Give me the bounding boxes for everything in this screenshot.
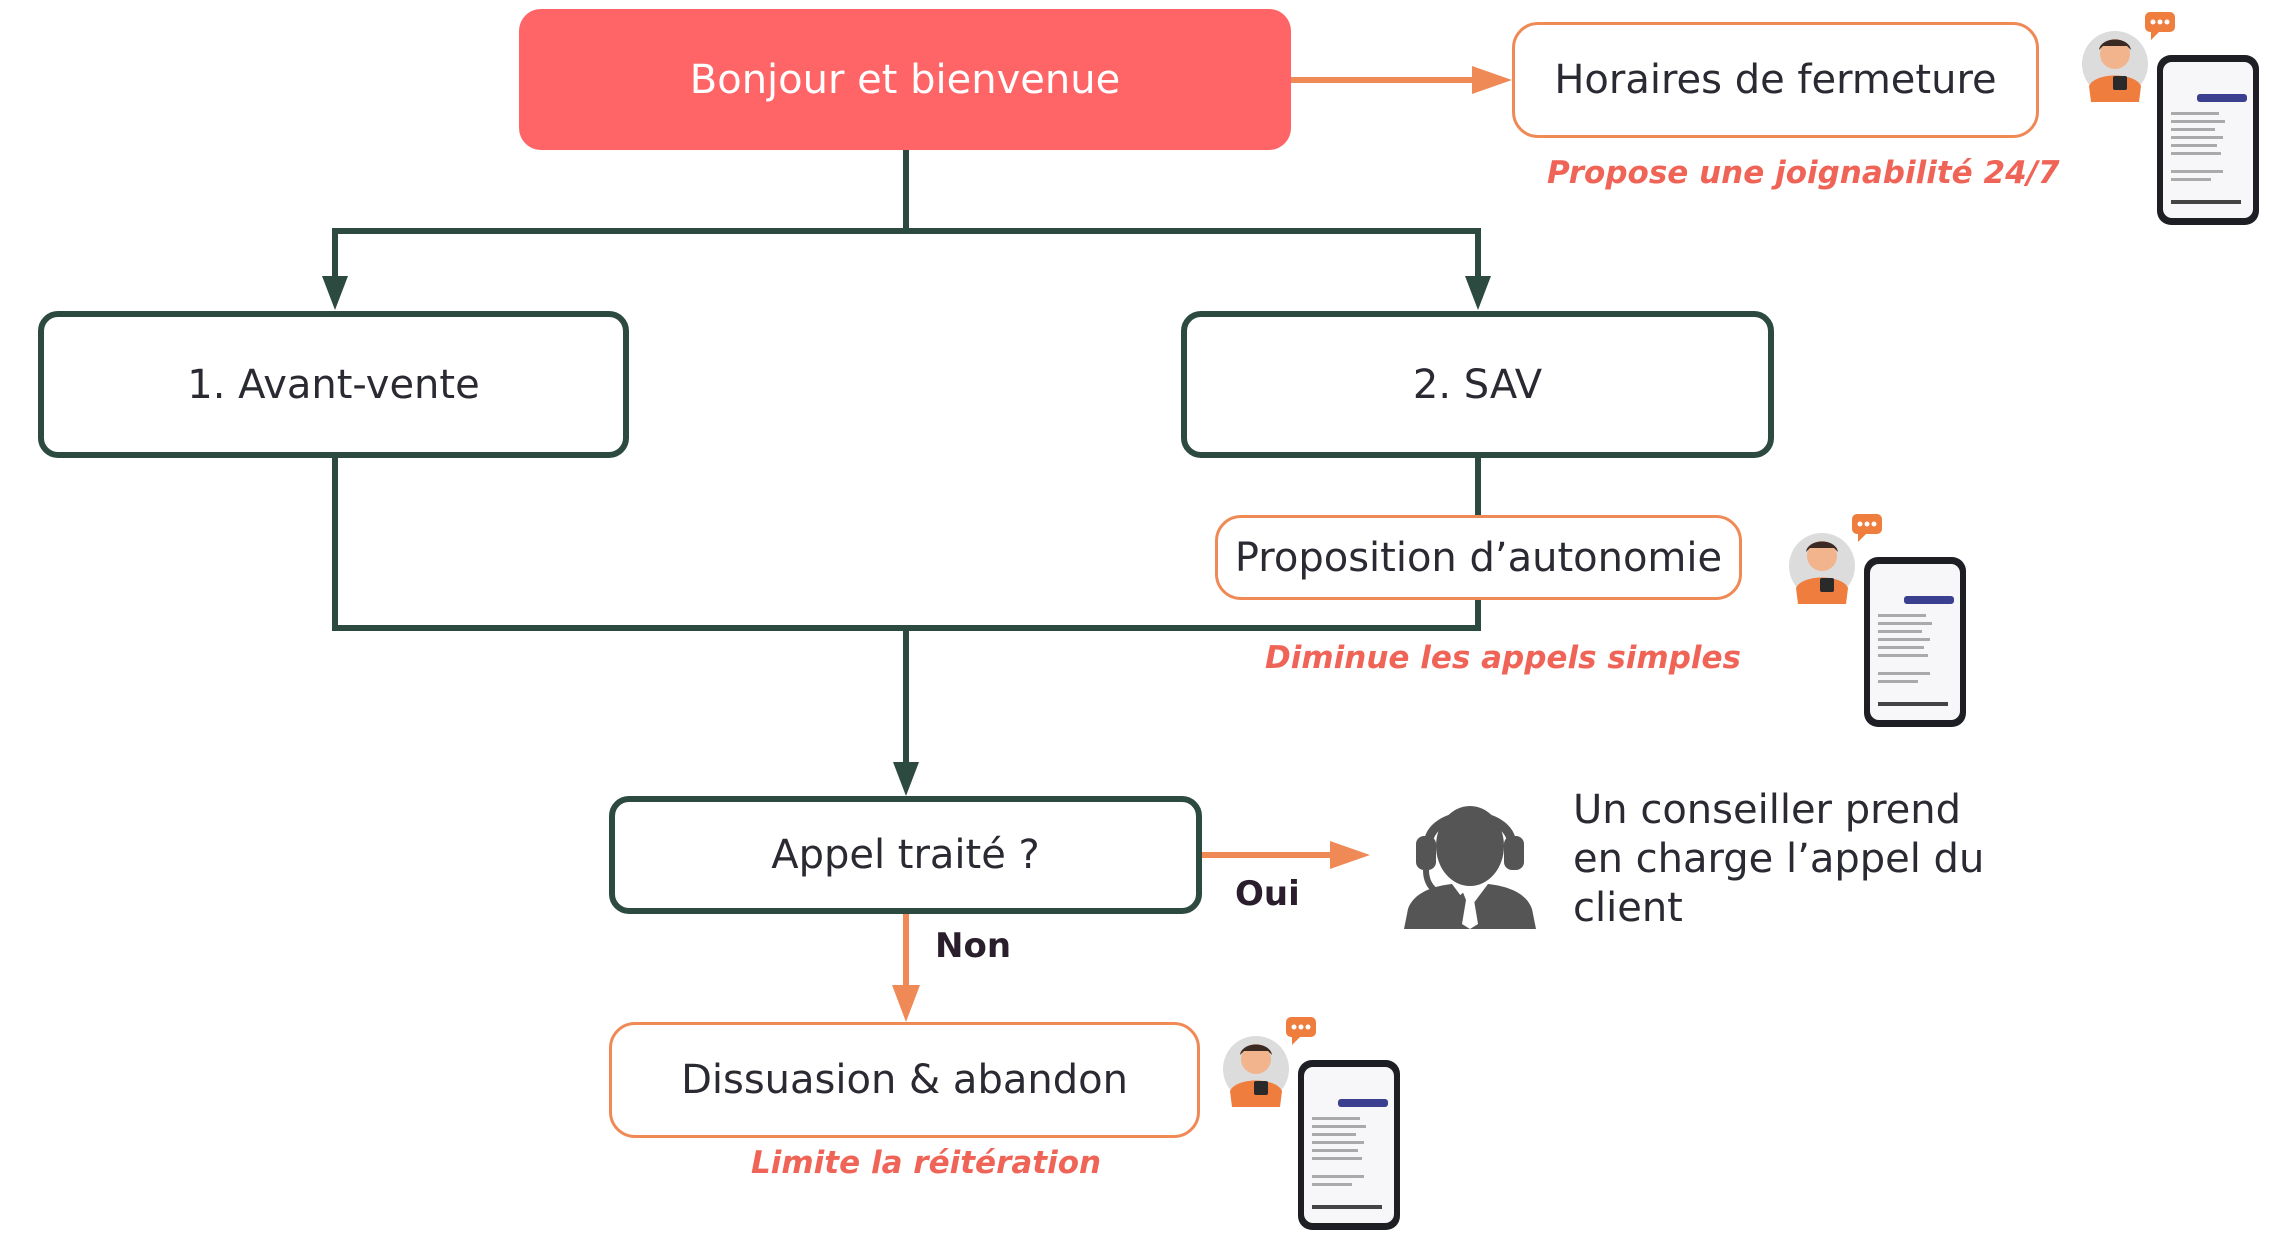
advisor-line-2: en charge l’appel du xyxy=(1573,836,1985,882)
arrowhead-sav xyxy=(1465,276,1491,310)
arrowhead-closing xyxy=(1472,66,1512,94)
chat-phone-icon xyxy=(1223,1017,1400,1230)
no-label: Non xyxy=(935,926,1012,966)
after-sales-label: 2. SAV xyxy=(1412,361,1543,408)
pre-sales-label: 1. Avant-vente xyxy=(187,361,480,408)
edge-welcome-split xyxy=(332,150,909,280)
autonomy-note: Diminue les appels simples xyxy=(1265,640,1742,676)
closing-hours-note: Propose une joignabilité 24/7 xyxy=(1547,155,2060,191)
headset-advisor-icon xyxy=(1404,806,1536,929)
call-handled-node: Appel traité ? xyxy=(609,796,1202,914)
after-sales-node: 2. SAV xyxy=(1181,311,1774,458)
dissuasion-note: Limite la réitération xyxy=(751,1145,1102,1181)
advisor-text: Un conseiller prend en charge l’appel du… xyxy=(1573,786,1984,933)
arrowhead-dissuasion xyxy=(892,985,920,1022)
phone-illustration-3 xyxy=(1220,1015,1410,1239)
chat-phone-icon xyxy=(1789,514,1966,727)
closing-hours-node: Horaires de fermeture xyxy=(1512,22,2039,138)
advisor-line-1: Un conseiller prend xyxy=(1573,787,1962,833)
welcome-label: Bonjour et bienvenue xyxy=(689,56,1121,103)
arrowhead-call xyxy=(893,762,919,796)
advisor-line-3: client xyxy=(1573,885,1683,931)
phone-illustration-1 xyxy=(2079,10,2269,234)
pre-sales-node: 1. Avant-vente xyxy=(38,311,629,458)
edge-split-sav xyxy=(906,228,1481,280)
arrowhead-pre-sales xyxy=(322,276,348,310)
call-handled-label: Appel traité ? xyxy=(771,832,1040,878)
chat-phone-icon xyxy=(2082,12,2259,225)
closing-hours-label: Horaires de fermeture xyxy=(1554,57,1997,103)
autonomy-node: Proposition d’autonomie xyxy=(1215,515,1742,600)
dissuasion-node: Dissuasion & abandon xyxy=(609,1022,1200,1138)
yes-label: Oui xyxy=(1235,874,1300,914)
autonomy-label: Proposition d’autonomie xyxy=(1234,534,1723,581)
dissuasion-label: Dissuasion & abandon xyxy=(681,1057,1128,1103)
phone-illustration-2 xyxy=(1786,512,1976,736)
welcome-node: Bonjour et bienvenue xyxy=(519,9,1291,150)
arrowhead-advisor xyxy=(1330,841,1370,869)
